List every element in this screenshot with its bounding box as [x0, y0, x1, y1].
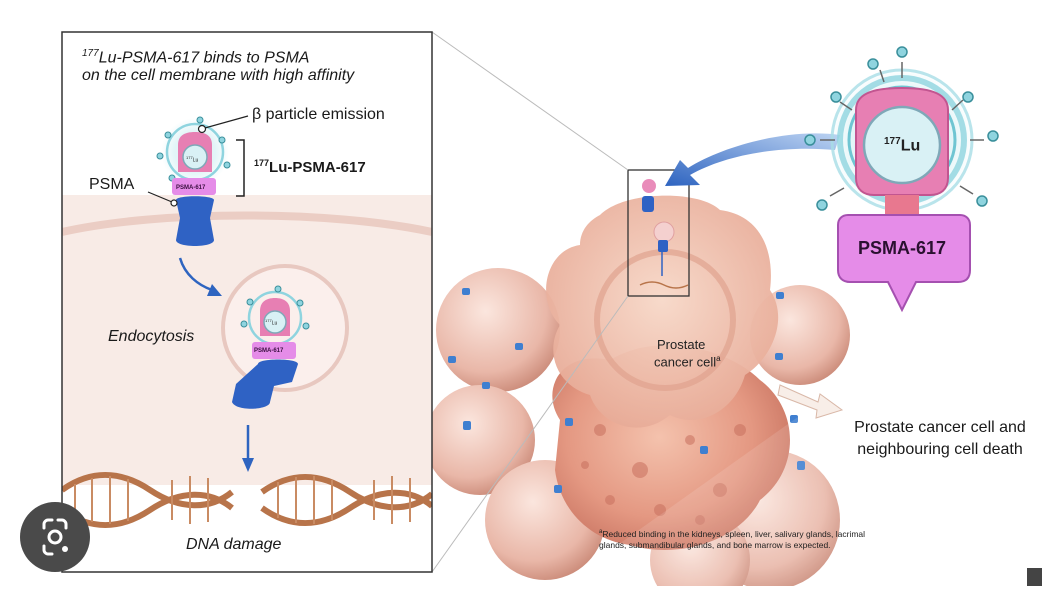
caption-line-2: on the cell membrane with high affinity — [82, 67, 355, 84]
caption-line-1-text: Lu-PSMA-617 binds to PSMA — [98, 49, 310, 67]
small-psma-tag-2: PSMA-617 — [254, 348, 284, 354]
prostate-cancer-cell — [546, 195, 779, 428]
inset-molecule — [639, 179, 689, 289]
death-arrow — [777, 384, 844, 419]
prostate-cell-text: cancer cell — [654, 354, 717, 370]
big-psma-label: PSMA-617 — [858, 238, 947, 258]
small-lu-superscript-2: 177 — [265, 318, 272, 323]
psma-receptor — [176, 196, 214, 246]
zoom-line — [431, 295, 629, 573]
footnote-text: Reduced binding in the kidneys, spleen, … — [599, 528, 866, 550]
endocytosis-label: Endocytosis — [108, 328, 195, 345]
compound-label-text: Lu-PSMA-617 — [269, 159, 366, 176]
corner-widget[interactable] — [1027, 568, 1042, 586]
lens-glyph — [42, 518, 68, 556]
neighbour-cell — [425, 385, 535, 495]
small-lu-label-2: 177Lu — [265, 318, 277, 327]
big-lu-text: Lu — [900, 137, 921, 155]
tumor-cluster — [425, 195, 850, 591]
cell-membrane — [62, 211, 432, 236]
endocytosis-arrow — [178, 257, 213, 292]
dna-damage-label: DNA damage — [186, 536, 282, 553]
neighbour-cell — [436, 268, 560, 392]
prostate-cell-label-line-2: cancer cella — [654, 354, 721, 369]
footnote-marker: a — [599, 529, 603, 535]
psma-callout-line — [147, 191, 173, 203]
compound-bracket — [236, 139, 245, 197]
zoom-box — [627, 169, 690, 297]
compound-label: 177Lu-PSMA-617 — [254, 158, 366, 176]
psma-complex-internalized — [232, 285, 310, 409]
zoom-arrow — [665, 133, 840, 186]
prostate-cell-superscript: a — [716, 354, 721, 363]
zoom-line — [431, 31, 629, 171]
small-lu-text-2: Lu — [271, 320, 278, 327]
small-lu-text: Lu — [192, 157, 199, 164]
small-lu-label: 177Lu — [186, 155, 198, 164]
big-lu-superscript: 177 — [884, 136, 901, 147]
big-lu-label: 177Lu — [884, 136, 920, 155]
small-psma-tag: PSMA-617 — [176, 185, 206, 191]
prostate-cell-label-line-1: Prostate — [657, 337, 706, 352]
caption-superscript: 177 — [82, 48, 99, 59]
big-molecule — [804, 46, 999, 313]
caption-line-1: 177Lu-PSMA-617 binds to PSMA — [82, 44, 309, 67]
left-panel-border — [61, 31, 433, 573]
compound-superscript: 177 — [254, 158, 270, 168]
footnote: aReduced binding in the kidneys, spleen,… — [599, 527, 889, 551]
psma-complex-top — [156, 116, 231, 246]
small-lu-superscript: 177 — [186, 155, 193, 160]
receptor-markers — [448, 288, 805, 493]
psma-label: PSMA — [89, 176, 135, 193]
beta-callout-line — [204, 115, 249, 129]
beta-emission-label: β particle emission — [252, 106, 385, 123]
google-lens-icon[interactable] — [20, 502, 90, 572]
cell-death-label: Prostate cancer cell and neighbouring ce… — [854, 419, 1026, 458]
